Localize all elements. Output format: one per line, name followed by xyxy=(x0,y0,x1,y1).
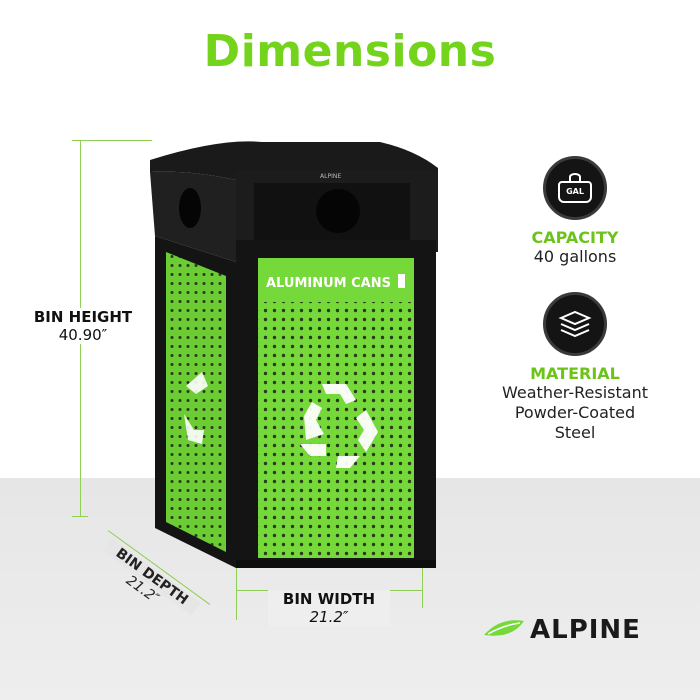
layers-material-icon xyxy=(543,292,607,356)
feature-capacity-label: CAPACITY xyxy=(531,228,619,247)
height-value: 40.90″ xyxy=(58,326,108,344)
brand-name: ALPINE xyxy=(530,615,641,645)
layers-material-svg xyxy=(558,310,592,338)
height-dimension-cap-bottom xyxy=(72,516,88,517)
width-label: BIN WIDTH xyxy=(282,590,376,608)
feature-capacity-value: 40 gallons xyxy=(533,247,617,266)
leaf-logo-icon xyxy=(484,620,524,636)
gallon-weight-icon: GAL xyxy=(543,156,607,220)
feature-capacity: GAL CAPACITY 40 gallons xyxy=(490,156,660,267)
width-dimension-cap-right xyxy=(422,548,423,608)
battery-icon xyxy=(398,274,405,288)
feature-material-label: MATERIAL xyxy=(530,364,620,383)
feature-material-line-3: Steel xyxy=(554,423,596,442)
feature-material: MATERIAL Weather-Resistant Powder-Coated… xyxy=(490,292,660,443)
width-value: 21.2″ xyxy=(309,608,349,626)
feature-material-line-2: Powder-Coated xyxy=(514,403,636,422)
panel-label: ALUMINUM CANS xyxy=(266,276,391,291)
height-label: BIN HEIGHT xyxy=(33,308,133,326)
gallon-icon-text: GAL xyxy=(566,187,584,196)
feature-material-line-1: Weather-Resistant xyxy=(502,383,648,402)
width-dimension-cap-left xyxy=(236,560,237,620)
brand-logo: ALPINE xyxy=(482,612,672,648)
page-title: Dimensions xyxy=(203,26,497,77)
lid-brand: ALPINE xyxy=(320,173,342,180)
height-dimension-label: BIN HEIGHT 40.90″ xyxy=(28,308,138,344)
width-dimension-label: BIN WIDTH 21.2″ xyxy=(268,590,390,626)
height-dimension-cap-top xyxy=(72,140,152,141)
